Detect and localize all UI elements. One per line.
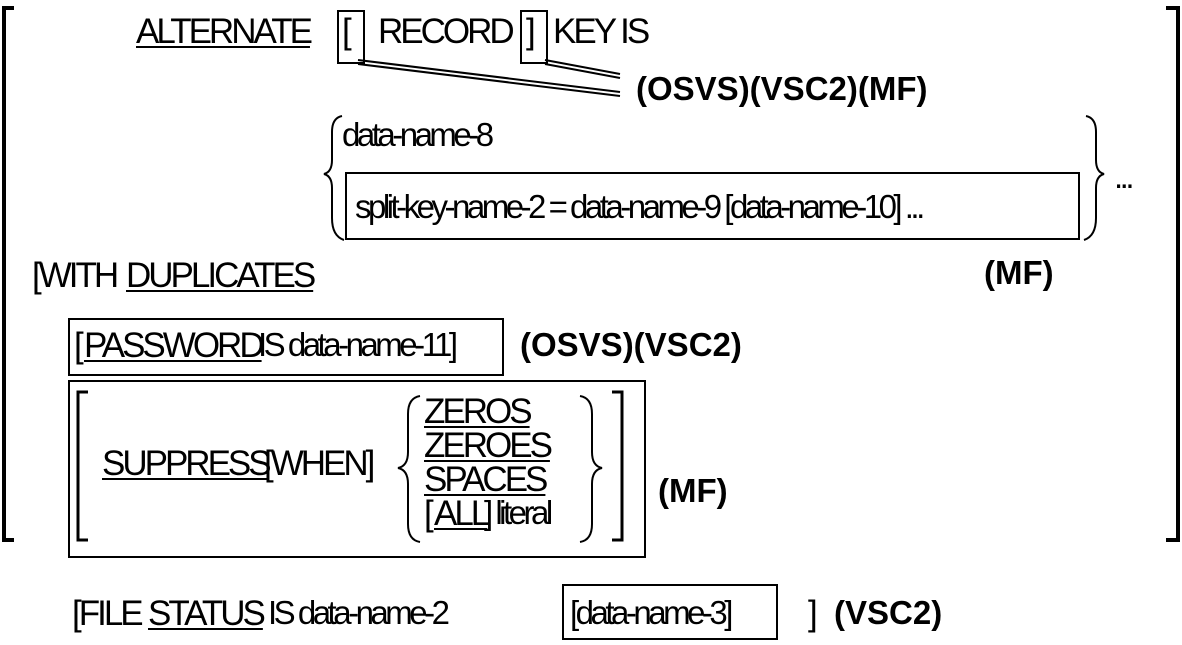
file-status-close-bracket: ] [808,594,818,633]
alternate-keyword: ALTERNATE [136,12,313,51]
zeroes-keyword: ZEROES [424,426,553,465]
all-literal: ] literal [484,494,553,531]
dialect-mf-duplicates: (MF) [984,254,1054,291]
with-keyword: [WITH [32,256,119,295]
when-keyword: [WHEN] [264,444,375,483]
spaces-keyword: SPACES [424,460,548,499]
file-status-clause: IS data-name-2 [268,594,450,631]
lbracket-symbol: [ [342,12,352,51]
dialect-vsc2: (VSC2) [834,594,943,631]
file-keyword: [FILE [72,594,144,633]
data-name-3-box [562,584,778,640]
data-name-3: [data-name-3] [570,594,733,631]
repeat-ellipsis: ... [1114,158,1135,195]
rbracket-symbol: ] [526,12,536,51]
lbracket-box [337,10,365,64]
record-keyword: RECORD [378,12,515,51]
status-keyword: STATUS [148,594,266,633]
all-keyword: ALL [434,494,490,533]
rbracket-box [520,10,548,64]
password-keyword: PASSWORD [84,326,265,365]
suppress-box [68,380,646,558]
dialect-osvs-vsc2: (OSVS)(VSC2) [520,326,742,363]
password-clause: IS data-name-11] [258,326,458,363]
split-key-clause: split-key-name-2 = data-name-9 [data-nam… [355,188,925,225]
suppress-keyword: SUPPRESS [102,444,272,483]
password-open-bracket: [ [74,326,84,365]
split-key-box [345,172,1080,240]
key-is-keyword: KEY IS [553,12,650,51]
data-name-8: data-name-8 [342,116,494,153]
zeros-keyword: ZEROS [424,392,533,431]
password-box [68,318,504,376]
duplicates-keyword: DUPLICATES [126,256,316,295]
dialect-mf-suppress: (MF) [658,472,728,509]
all-open-bracket: [ [424,494,434,533]
dialect-osvs-vsc2-mf: (OSVS)(VSC2)(MF) [636,70,928,107]
